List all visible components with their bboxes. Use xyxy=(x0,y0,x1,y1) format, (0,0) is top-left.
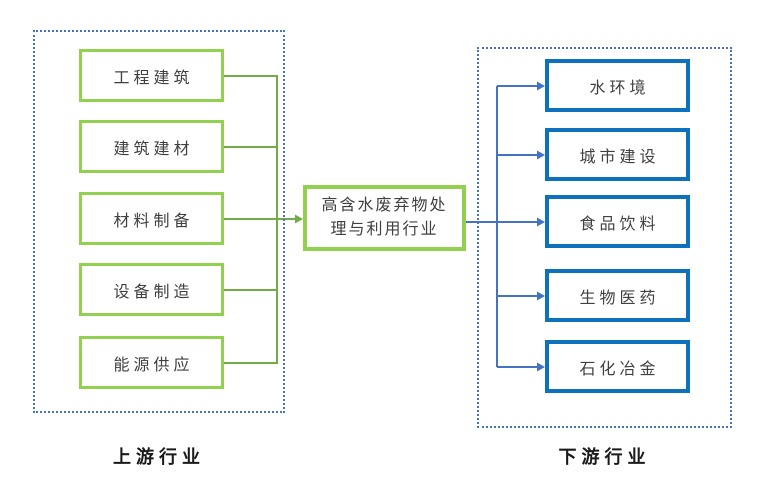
green-arrowhead-icon xyxy=(295,214,303,224)
center-box-line2: 理与利用行业 xyxy=(330,221,439,238)
downstream-box-label: 城市建设 xyxy=(579,148,660,166)
upstream-group-container xyxy=(33,30,285,413)
center-box-line1: 高含水废弃物处 xyxy=(321,197,448,214)
upstream-box-label: 能源供应 xyxy=(113,356,194,374)
upstream-box-engineering: 工程建筑 xyxy=(79,49,224,102)
upstream-box-energy: 能源供应 xyxy=(79,336,224,389)
downstream-box-urban-construction: 城市建设 xyxy=(545,128,690,181)
downstream-box-label: 水环境 xyxy=(589,79,650,97)
downstream-box-label: 食品饮料 xyxy=(579,215,660,233)
center-industry-box: 高含水废弃物处 理与利用行业 xyxy=(303,185,466,251)
downstream-box-water-environment: 水环境 xyxy=(545,59,690,112)
downstream-box-biomedicine: 生物医药 xyxy=(545,269,690,322)
upstream-box-label: 建筑建材 xyxy=(113,140,194,158)
upstream-box-label: 设备制造 xyxy=(113,283,194,301)
downstream-box-label: 生物医药 xyxy=(579,289,660,307)
upstream-box-materials-building: 建筑建材 xyxy=(79,120,224,173)
downstream-group-container xyxy=(477,47,732,428)
downstream-caption: 下游行业 xyxy=(558,447,651,467)
downstream-box-petrochemical-metallurgy: 石化冶金 xyxy=(545,340,690,393)
upstream-box-material-preparation: 材料制备 xyxy=(79,192,224,245)
upstream-box-label: 工程建筑 xyxy=(113,69,194,87)
upstream-caption: 上游行业 xyxy=(113,447,205,467)
downstream-box-food-beverage: 食品饮料 xyxy=(545,195,690,248)
downstream-box-label: 石化冶金 xyxy=(579,360,660,378)
upstream-box-equipment: 设备制造 xyxy=(79,263,224,316)
upstream-box-label: 材料制备 xyxy=(113,212,194,230)
